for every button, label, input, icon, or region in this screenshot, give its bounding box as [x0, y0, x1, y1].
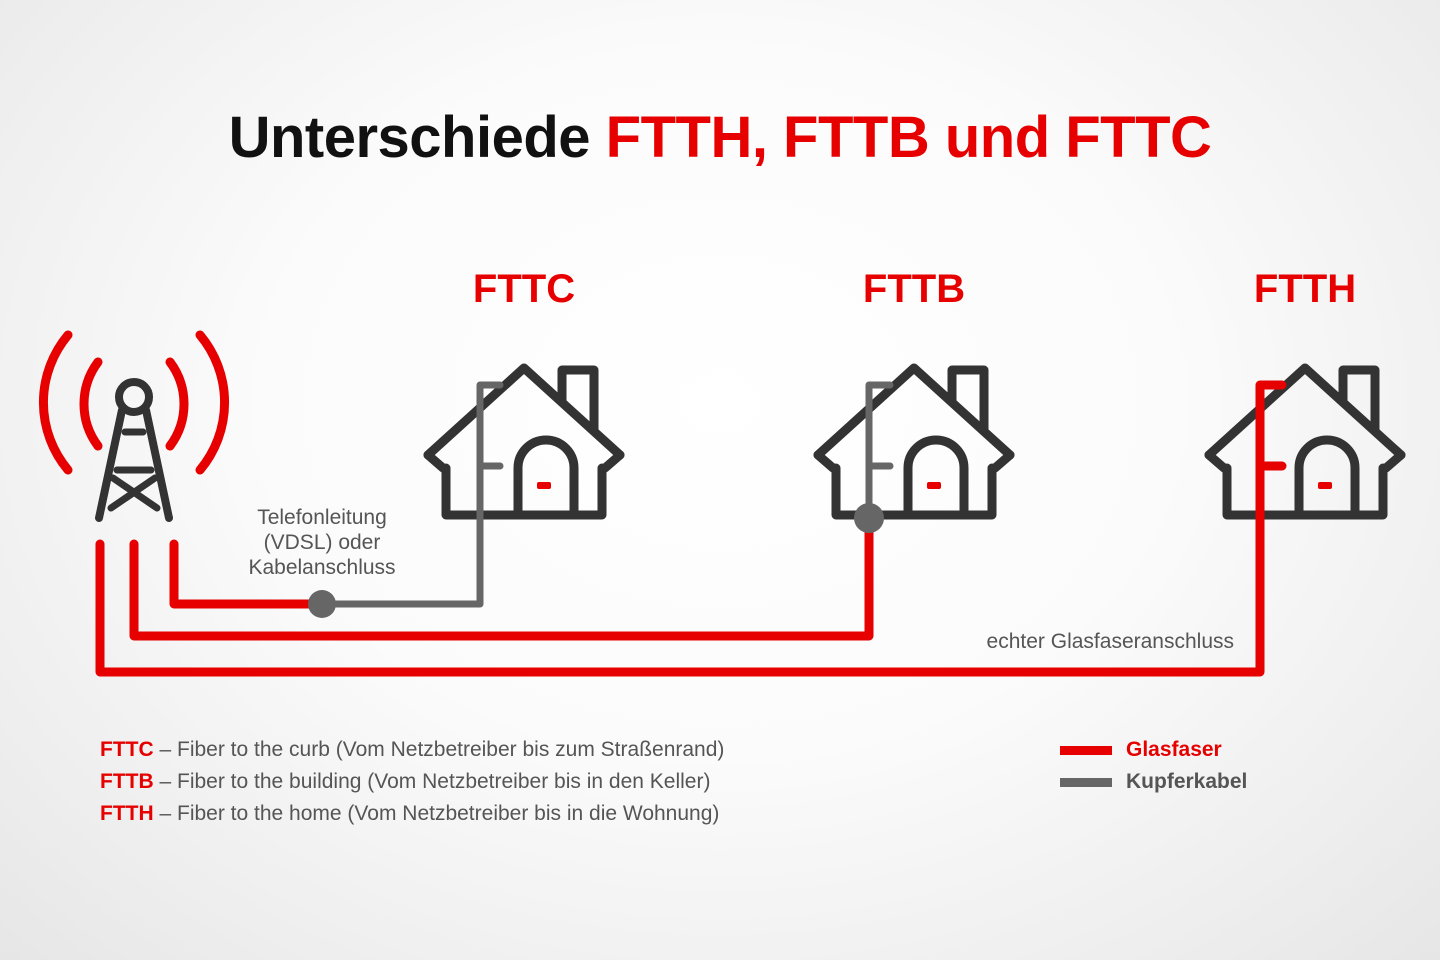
- definition-fttb: FTTB – Fiber to the building (Vom Netzbe…: [100, 766, 724, 798]
- fttc-house-icon: [428, 368, 620, 515]
- copper-swatch: [1060, 777, 1112, 787]
- definition-text: – Fiber to the building (Vom Netzbetreib…: [153, 770, 711, 793]
- fttc-fiber-line: [169, 539, 327, 609]
- definition-fttc: FTTC – Fiber to the curb (Vom Netzbetrei…: [100, 734, 724, 766]
- title-prefix: Unterschiede: [228, 105, 606, 170]
- copper-annotation-line-1: Telefonleitung: [257, 506, 387, 529]
- key-fiber-label: Glasfaser: [1126, 738, 1222, 761]
- definition-ftth: FTTH – Fiber to the home (Vom Netzbetrei…: [100, 798, 724, 830]
- fiber-swatch: [1060, 745, 1112, 755]
- fttb-junction: [854, 503, 884, 533]
- copper-annotation-line-2: (VDSL) oder: [264, 531, 381, 554]
- fttb-house-icon: [818, 368, 1010, 515]
- copper-annotation-line-3: Kabelanschluss: [248, 556, 395, 579]
- fttc-label: FTTC: [473, 267, 575, 311]
- tower-icon: [38, 330, 230, 522]
- page-title: Unterschiede FTTH, FTTB und FTTC: [0, 104, 1440, 171]
- ftth-label: FTTH: [1254, 267, 1356, 311]
- fiber-annotation: echter Glasfaseranschluss: [987, 630, 1234, 653]
- ftth-house-icon: [1209, 368, 1401, 515]
- fttc-copper-line: [318, 381, 504, 608]
- fttc-junction: [308, 590, 336, 618]
- definition-code: FTTB: [100, 770, 154, 793]
- fttb-copper-line: [865, 381, 894, 522]
- definition-text: – Fiber to the home (Vom Netzbetreiber b…: [153, 802, 720, 825]
- fttb-fiber-line: [129, 513, 874, 641]
- key-copper-label: Kupferkabel: [1126, 770, 1248, 793]
- fttb-label: FTTB: [863, 267, 965, 311]
- line-key: Glasfaser Kupferkabel: [1060, 734, 1247, 798]
- definition-code: FTTC: [100, 738, 154, 761]
- key-fiber: Glasfaser: [1060, 734, 1247, 766]
- key-copper: Kupferkabel: [1060, 766, 1247, 798]
- definition-text: – Fiber to the curb (Vom Netzbetreiber b…: [153, 738, 725, 761]
- ftth-fiber-line: [95, 380, 1287, 677]
- title-highlight: FTTH, FTTB und FTTC: [605, 105, 1212, 170]
- definitions-list: FTTC – Fiber to the curb (Vom Netzbetrei…: [100, 734, 724, 830]
- definition-code: FTTH: [100, 802, 154, 825]
